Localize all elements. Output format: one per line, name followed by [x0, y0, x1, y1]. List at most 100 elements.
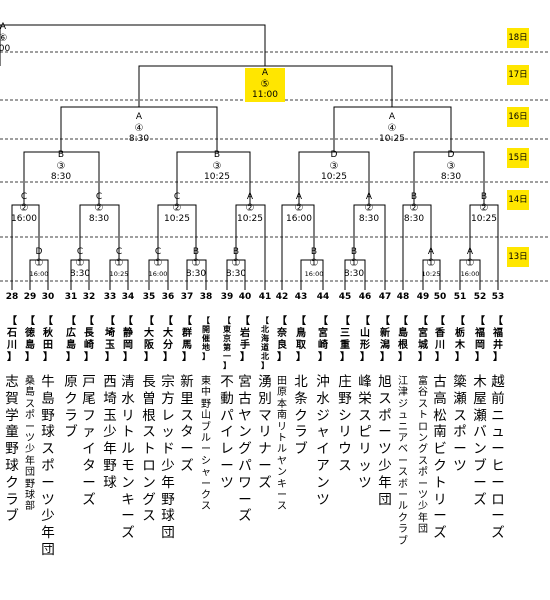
team-name: 不動パイレーツ [220, 374, 234, 491]
match-court: B [480, 192, 488, 202]
match-time: 10:25 [237, 214, 263, 224]
team-name: 志賀学童野球クラブ [5, 374, 19, 525]
match-time: 16:00 [460, 270, 480, 278]
team-prefecture: 【福井】 [493, 316, 503, 363]
team-name: 簗瀬スポーツ [453, 374, 467, 474]
day-label-d18: 18日 [507, 28, 529, 48]
match-time: 10:25 [471, 214, 497, 224]
match-time: 8:30 [440, 172, 462, 182]
team-number: 39 [220, 292, 234, 302]
team-prefecture: 【鳥取】 [296, 316, 306, 363]
match-number: ① [465, 258, 475, 269]
team-number: 45 [338, 292, 352, 302]
match-court: A [295, 192, 303, 202]
bracket-m13g [300, 259, 324, 290]
match-number: ① [426, 258, 436, 269]
match-time: 8:30 [403, 214, 425, 224]
match-number: ① [75, 258, 85, 269]
team-prefecture: 【三重】 [340, 316, 350, 363]
match-time: 16:00 [148, 270, 168, 278]
match-number: ② [172, 203, 182, 214]
match-number: ② [364, 203, 374, 214]
team-prefecture: 【山形】 [360, 316, 370, 363]
team-name: 木屋瀬バンブーズ [473, 374, 487, 508]
team-prefecture: 【北海道北】 [261, 316, 269, 370]
bracket-m14a [11, 204, 40, 290]
match-time: 8:30 [128, 134, 150, 144]
match-number: ① [153, 258, 163, 269]
match-court: A [261, 68, 269, 78]
match-time: 10:25 [379, 134, 405, 144]
match-number: ③ [329, 161, 339, 172]
team-name: 庄野シリウス [338, 374, 352, 474]
team-name: 清水リトルモンキーズ [121, 374, 135, 542]
team-name: 江津ジュニアベースボールクラブ [398, 376, 408, 547]
team-name: 旭スポーツ少年団 [378, 374, 392, 508]
team-name: 戸尾ファイターズ [82, 374, 96, 508]
match-time: 16:00 [286, 214, 312, 224]
match-court: A [0, 22, 7, 32]
team-prefecture: 【群馬】 [182, 316, 192, 363]
team-name: 田原本南リトルヤンキース [277, 376, 287, 513]
match-court: B [213, 150, 221, 160]
team-number: 29 [23, 292, 37, 302]
match-court: A [466, 247, 474, 257]
team-number: 47 [378, 292, 392, 302]
team-prefecture: 【香川】 [435, 316, 445, 363]
team-number: 51 [453, 292, 467, 302]
day-label-d14: 14日 [507, 190, 529, 210]
match-time: 10:25 [204, 172, 230, 182]
team-prefecture: 【静岡】 [123, 316, 133, 363]
match-court: A [365, 192, 373, 202]
team-name: 西埼玉少年野球 [103, 374, 117, 491]
match-number: ① [191, 258, 201, 269]
match-number: ② [19, 203, 29, 214]
match-court: D [35, 247, 43, 257]
match-time: 8:30 [69, 269, 91, 279]
match-time: 8:30 [358, 214, 380, 224]
match-number: ① [231, 258, 241, 269]
bracket-m13h [344, 259, 366, 290]
team-prefecture: 【徳島】 [25, 316, 35, 363]
match-court: C [95, 192, 103, 202]
match-court: C [115, 247, 123, 257]
team-number: 41 [258, 292, 272, 302]
match-number: ② [479, 203, 489, 214]
team-number: 32 [82, 292, 96, 302]
team-name: 越前ニューヒーローズ [491, 374, 505, 542]
team-number: 36 [161, 292, 175, 302]
match-time: 8:30 [50, 172, 72, 182]
match-number: ② [245, 203, 255, 214]
match-court: A [388, 112, 396, 122]
team-prefecture: 【大分】 [163, 316, 173, 363]
team-name: 東中野山ブルーシャークス [201, 376, 211, 513]
team-number: 35 [142, 292, 156, 302]
day-label-d17: 17日 [507, 65, 529, 85]
match-court: C [173, 192, 181, 202]
team-name: 新里スターズ [180, 374, 194, 474]
match-court: B [232, 247, 240, 257]
day-label-d15: 15日 [507, 148, 529, 168]
match-number: ② [94, 203, 104, 214]
team-prefecture: 【栃木】 [455, 316, 465, 363]
match-number: ③ [56, 161, 66, 172]
team-name: 古高松南ビクトリーズ [433, 374, 447, 542]
match-number: ④ [387, 123, 397, 134]
team-prefecture: 【宮崎】 [318, 316, 328, 363]
match-court: A [246, 192, 254, 202]
team-number: 30 [41, 292, 55, 302]
